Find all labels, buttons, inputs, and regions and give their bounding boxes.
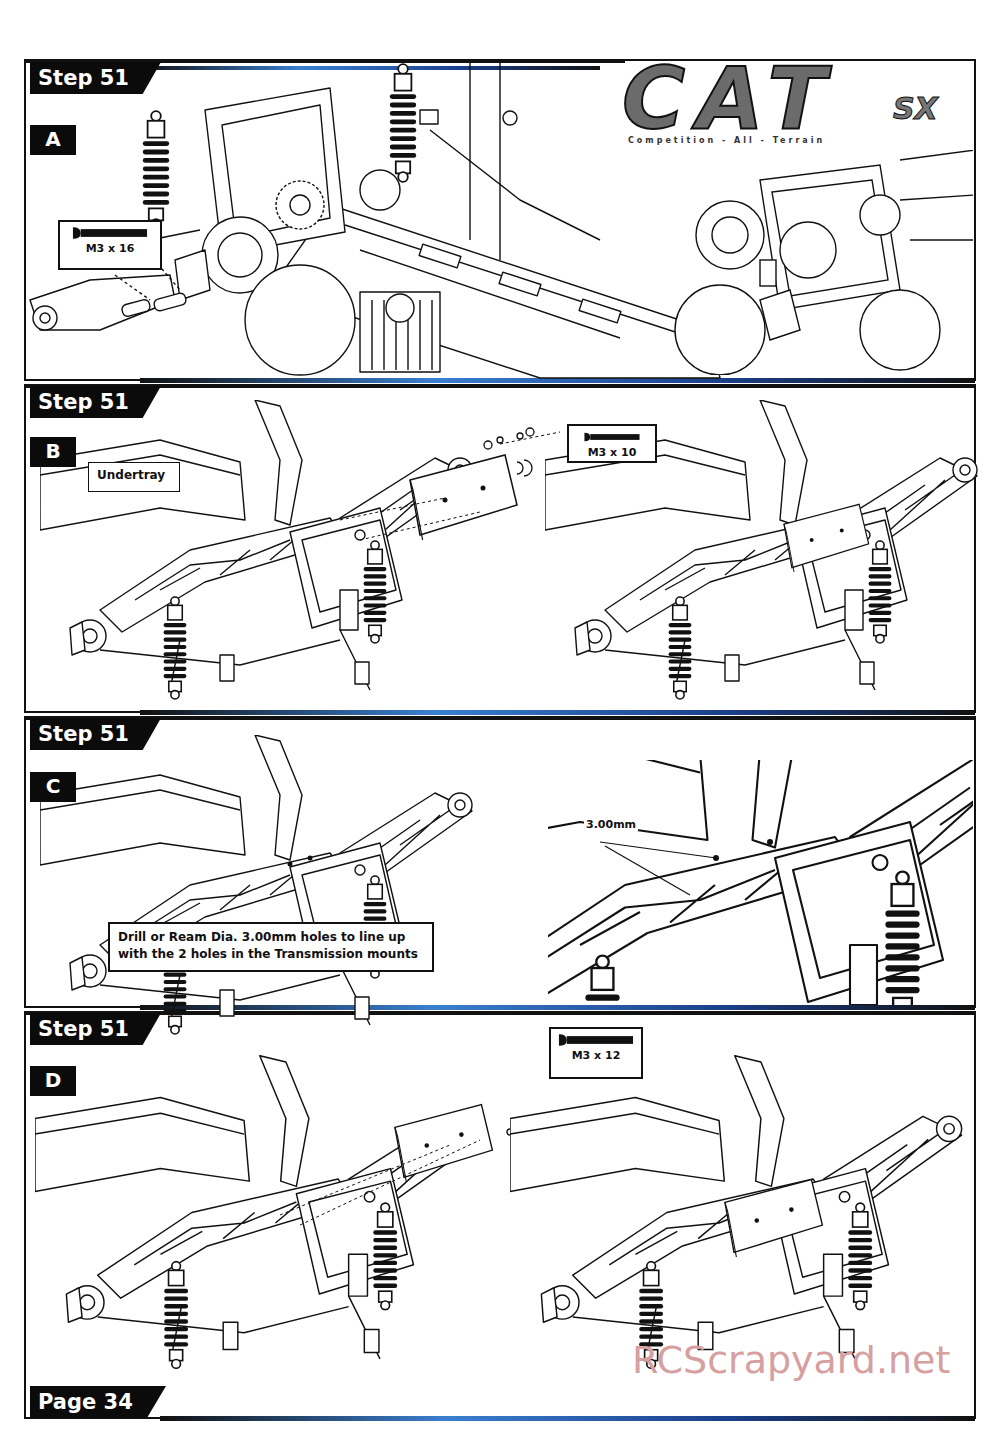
label-text: Undertray (97, 468, 171, 482)
label-text: M3 x 16 (66, 242, 154, 255)
label-text: Step 51 (38, 389, 135, 415)
screw-callout: M3 x 10 (567, 424, 657, 463)
watermark: RCScrapyard.net (632, 1338, 950, 1382)
dimension-label: 3.00mm (584, 818, 638, 831)
step-banner: Step 51 (30, 718, 161, 750)
label-text: M3 x 10 (575, 446, 649, 459)
logo-suffix: SX (893, 92, 938, 126)
screw-callout: M3 x 12 (549, 1027, 643, 1079)
panel-letter: A (30, 125, 76, 155)
screw-icon (557, 1033, 635, 1047)
label-text: A (30, 125, 76, 153)
screw-icon (583, 430, 641, 444)
label-text: C (30, 772, 76, 800)
label-text: B (30, 437, 76, 465)
screw-icon (71, 226, 149, 240)
logo-tagline: Competition - All - Terrain (628, 136, 825, 145)
screw-callout: M3 x 16 (58, 220, 162, 270)
instruction-note: Drill or Ream Dia. 3.00mm holes to line … (108, 922, 434, 972)
page-banner: Page 34 (30, 1386, 166, 1418)
logo-text: CAT (622, 48, 838, 148)
label-text: Step 51 (38, 1016, 135, 1042)
label-text: Drill or Ream Dia. 3.00mm holes to line … (118, 929, 424, 963)
part-label: Undertray (88, 462, 180, 492)
step-banner: Step 51 (30, 386, 161, 418)
label-text: Step 51 (38, 65, 135, 91)
panel-letter: C (30, 772, 76, 802)
panel-letter: B (30, 437, 76, 467)
step-banner: Step 51 (30, 1013, 161, 1045)
label-text: Page 34 (38, 1389, 140, 1415)
label-text: M3 x 12 (557, 1049, 635, 1062)
panel-letter: D (30, 1066, 76, 1096)
label-text: D (30, 1066, 76, 1094)
step-banner: Step 51 (30, 62, 161, 94)
label-text: Step 51 (38, 721, 135, 747)
